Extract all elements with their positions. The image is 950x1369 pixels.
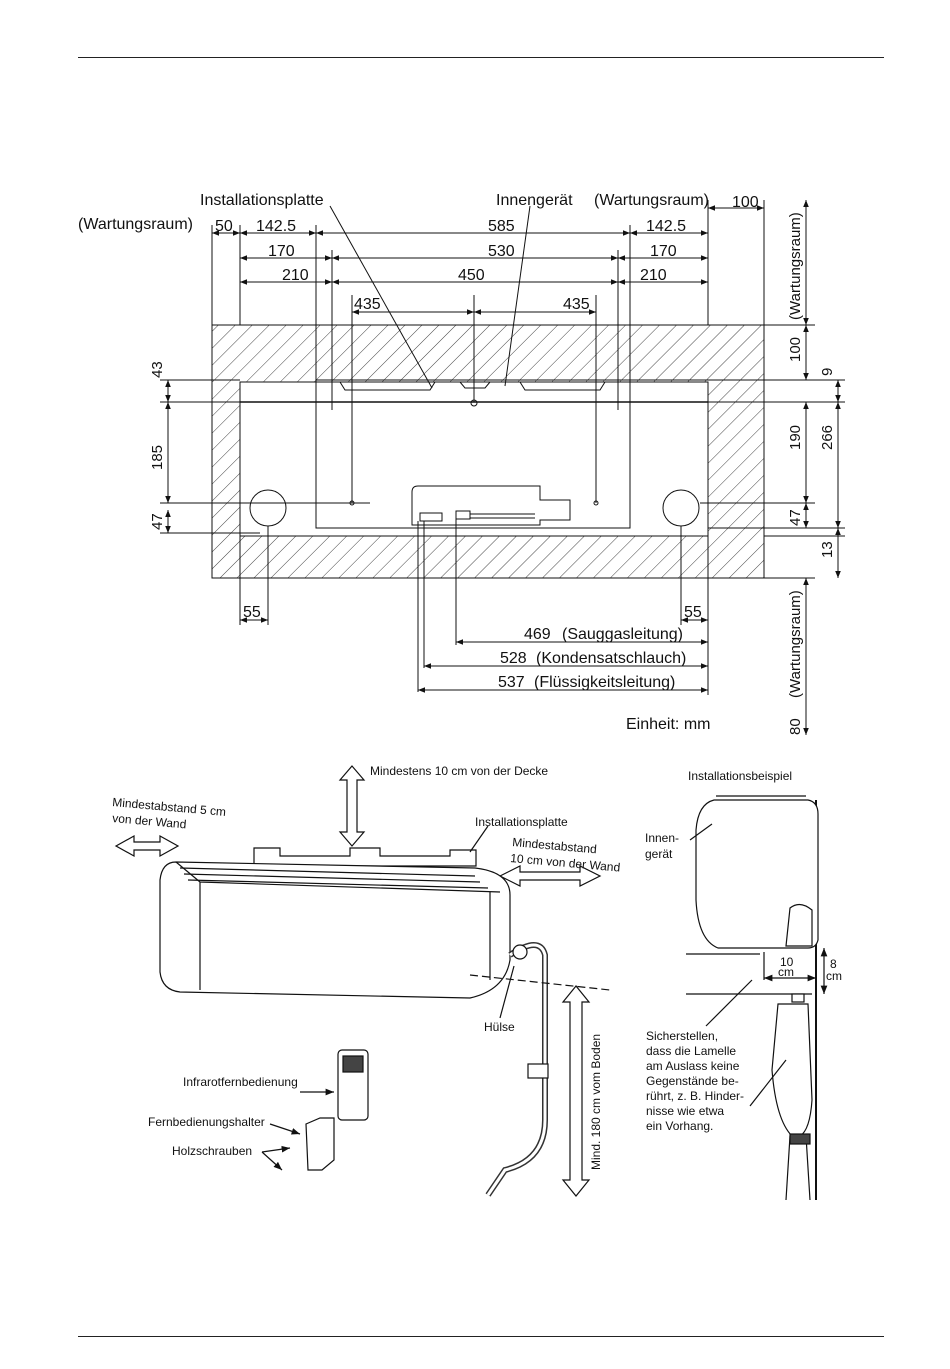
example-indoor-unit [695, 799, 819, 949]
dim-80: 80 [787, 718, 804, 735]
label-example-indoor-unit-l1: Innen- [645, 831, 679, 845]
top-dimension-drawing [160, 200, 845, 735]
installation-example [686, 795, 828, 1201]
label-wood-screws: Holzschrauben [172, 1144, 252, 1158]
indoor-unit-outline [315, 379, 631, 529]
top-rule [78, 57, 884, 58]
label-service-space-v-top: (Wartungsraum) [787, 212, 804, 320]
label-suction-gas-line: (Sauggasleitung) [562, 626, 683, 643]
dim-528: 528 [500, 650, 527, 667]
dim-435-right: 435 [563, 296, 590, 313]
dim-10: 10 [780, 955, 794, 969]
remote-holder [305, 1117, 335, 1171]
wall-clearance-10-arrow [498, 865, 602, 887]
dim-170-left: 170 [268, 243, 295, 260]
label-wall-clearance-10-l2: 10 cm von der Wand [510, 851, 621, 875]
dim-210-right: 210 [640, 267, 667, 284]
dim-142-5-right: 142.5 [646, 218, 686, 235]
wall-clearance-5-arrow [114, 834, 180, 858]
dim-100-right: 100 [787, 337, 804, 362]
label-service-space-left: (Wartungsraum) [78, 216, 193, 233]
dim-10-unit: cm [778, 965, 794, 979]
ceiling-clearance-arrow [338, 765, 366, 847]
label-service-space-right: (Wartungsraum) [594, 192, 709, 209]
dim-8-unit: cm [826, 969, 842, 983]
dim-450: 450 [458, 267, 485, 284]
indoor-unit-illustration [114, 765, 611, 1197]
dim-13: 13 [819, 541, 836, 558]
dim-47-right: 47 [787, 509, 804, 526]
label-installation-plate: Installationsplatte [200, 192, 324, 209]
note-line-5: rührt, z. B. Hinder- [646, 1089, 744, 1103]
bottom-rule [78, 1336, 884, 1337]
note-line-3: am Auslass keine [646, 1059, 740, 1073]
label-liquid-line: (Flüssigkeitsleitung) [534, 674, 675, 691]
dim-435-left: 435 [354, 296, 381, 313]
pipe-hole-right [662, 489, 700, 527]
piping-outline [411, 485, 571, 526]
label-ir-remote: Infrarotfernbedienung [183, 1075, 298, 1089]
dim-50: 50 [215, 218, 233, 235]
dim-100-top: 100 [732, 194, 759, 211]
note-line-1: Sicherstellen, [646, 1029, 718, 1043]
dim-530: 530 [488, 243, 515, 260]
dim-142-5-left: 142.5 [256, 218, 296, 235]
label-remote-holder: Fernbedienungshalter [148, 1115, 265, 1129]
dim-585: 585 [488, 218, 515, 235]
label-unit: Einheit: mm [626, 716, 710, 733]
dim-55-right: 55 [684, 604, 702, 621]
dim-55-left: 55 [243, 604, 261, 621]
pipe-hole-left [249, 489, 287, 527]
dim-190: 190 [787, 425, 804, 450]
note-line-7: ein Vorhang. [646, 1119, 713, 1133]
note-line-2: dass die Lamelle [646, 1044, 736, 1058]
dim-266: 266 [819, 425, 836, 450]
floor-clearance-arrow [561, 985, 591, 1197]
dim-8: 8 [830, 957, 837, 971]
label-floor-clearance: Mind. 180 cm vom Boden [589, 1034, 603, 1170]
dim-47-left: 47 [149, 513, 166, 530]
label-example-indoor-unit-l2: gerät [645, 847, 673, 861]
dim-170-right: 170 [650, 243, 677, 260]
note-line-4: Gegenstände be- [646, 1074, 739, 1088]
label-ceiling-clearance: Mindestens 10 cm von der Decke [370, 764, 548, 778]
dim-210-left: 210 [282, 267, 309, 284]
label-installation-example: Installationsbeispiel [688, 769, 792, 783]
dim-9: 9 [819, 368, 836, 376]
note-line-6: nisse wie etwa [646, 1104, 724, 1118]
dim-537: 537 [498, 674, 525, 691]
dim-185: 185 [149, 445, 166, 470]
indoor-unit-body [159, 861, 511, 999]
label-sleeve: Hülse [484, 1020, 515, 1034]
label-indoor-unit: Innengerät [496, 192, 573, 209]
label-wall-clearance-5-l2: von der Wand [112, 811, 187, 831]
label-service-space-v-bottom: (Wartungsraum) [787, 590, 804, 698]
dim-469: 469 [524, 626, 551, 643]
label-installation-plate-2: Installationsplatte [475, 815, 568, 829]
label-condensate-hose: (Kondensatschlauch) [536, 650, 686, 667]
dim-43: 43 [149, 361, 166, 378]
